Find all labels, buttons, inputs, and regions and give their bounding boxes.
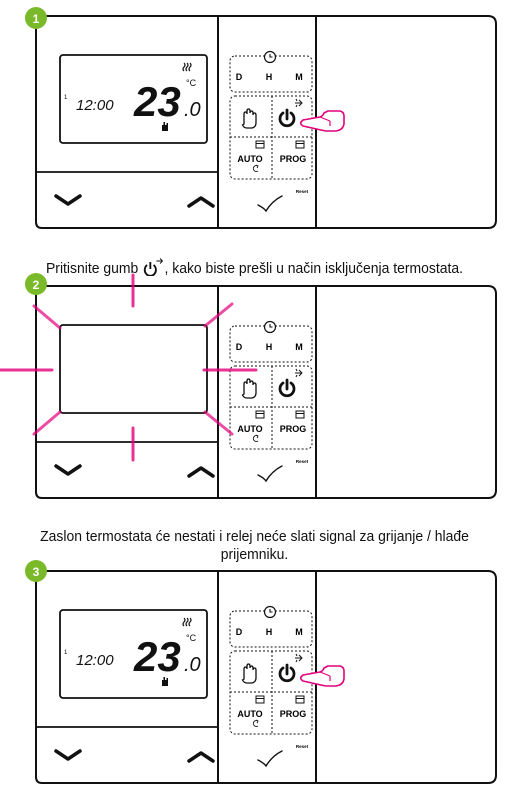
auto-button[interactable]: AUTO <box>237 154 262 164</box>
hour-button[interactable]: H <box>266 342 273 352</box>
flash-rays <box>0 273 258 462</box>
thermostat-diagram-3: 3 °C 1 12:00 23 .0 D H M AUTO PROG Reset <box>25 560 498 785</box>
step-1: 1 °C 1 12:00 23 .0 <box>0 0 509 235</box>
lcd-decimal: .0 <box>184 99 201 121</box>
minute-button[interactable]: M <box>295 627 303 637</box>
reset-label[interactable]: Reset <box>296 459 309 464</box>
lcd-decimal: .0 <box>184 654 201 676</box>
svg-text:1: 1 <box>64 650 68 656</box>
reset-label[interactable]: Reset <box>296 744 309 749</box>
hand-icon <box>162 122 168 131</box>
svg-text:3: 3 <box>33 565 40 579</box>
prog-button[interactable]: PROG <box>280 424 307 434</box>
hour-button[interactable]: H <box>266 72 273 82</box>
prog-button[interactable]: PROG <box>280 154 307 164</box>
lcd-display: °C 1 12:00 23 .0 <box>59 609 208 699</box>
minute-button[interactable]: M <box>295 342 303 352</box>
caption-2: Zaslon termostata će nestati i relej neć… <box>40 528 469 563</box>
step-badge: 1 <box>25 7 47 29</box>
svg-text:2: 2 <box>33 278 40 292</box>
svg-text:1: 1 <box>64 95 68 101</box>
day-button[interactable]: D <box>236 72 243 82</box>
pointing-hand-icon <box>299 110 345 132</box>
lcd-temperature: 23 <box>133 78 181 125</box>
power-plane-icon <box>143 258 163 276</box>
svg-text:1: 1 <box>33 12 40 26</box>
auto-button[interactable]: AUTO <box>237 709 262 719</box>
day-button[interactable]: D <box>236 627 243 637</box>
minute-button[interactable]: M <box>295 72 303 82</box>
control-panel-1: D H M AUTO PROG Reset <box>236 72 345 194</box>
prog-button[interactable]: PROG <box>280 709 307 719</box>
lcd-time: 12:00 <box>76 652 114 669</box>
auto-button[interactable]: AUTO <box>237 424 262 434</box>
heating-icon <box>182 62 192 72</box>
thermostat-diagram-2: 2 D H M AUTO PROG Reset <box>0 273 498 500</box>
caption-1: Pritisnite gumb , kako biste prešli u na… <box>46 258 463 277</box>
reset-label[interactable]: Reset <box>296 189 309 194</box>
day-button[interactable]: D <box>236 342 243 352</box>
heating-icon <box>182 617 192 627</box>
lcd-time: 12:00 <box>76 97 114 114</box>
temperature-unit: °C <box>186 78 197 88</box>
lcd-display-off <box>59 324 208 414</box>
hand-icon <box>162 677 168 686</box>
step-badge: 2 <box>25 273 47 295</box>
hour-button[interactable]: H <box>266 627 273 637</box>
step-badge: 3 <box>25 560 47 582</box>
temperature-unit: °C <box>186 633 197 643</box>
lcd-temperature: 23 <box>133 633 181 680</box>
lcd-display: °C 1 12:00 23 .0 <box>59 54 208 144</box>
